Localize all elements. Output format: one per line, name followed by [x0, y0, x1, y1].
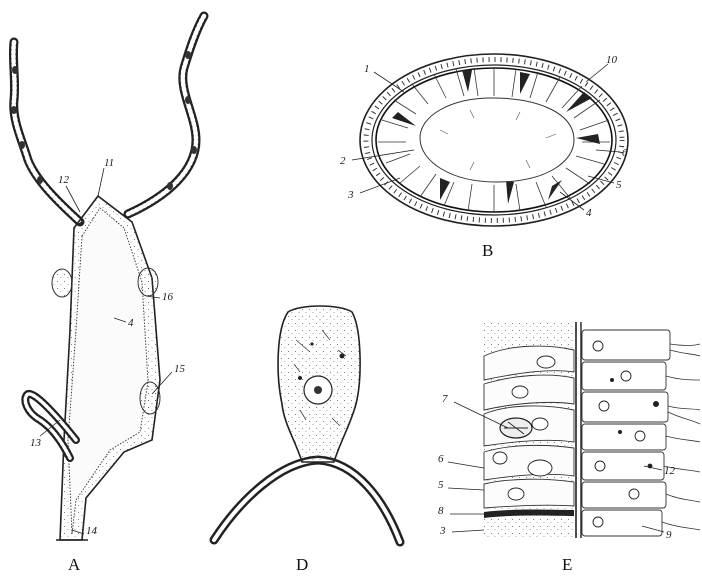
figure-a-hydra: 11 12 16 4 15 13 14 A — [11, 16, 204, 574]
label-15: 15 — [174, 363, 186, 375]
left-tentacle — [13, 42, 80, 222]
label-13: 13 — [30, 437, 42, 449]
label-e-8: 8 — [438, 505, 444, 517]
gastral-cavity — [420, 98, 574, 182]
label-4: 4 — [128, 317, 134, 329]
label-11: 11 — [104, 157, 114, 169]
label-e-9: 9 — [666, 529, 672, 541]
panel-letter-d: D — [296, 555, 308, 574]
panel-letter-e: E — [562, 555, 572, 574]
label-14: 14 — [86, 525, 98, 537]
label-16: 16 — [162, 291, 174, 303]
label-e-3: 3 — [439, 525, 446, 537]
label-b-2: 2 — [340, 155, 346, 167]
panel-letter-a: A — [68, 555, 81, 574]
label-b-4: 4 — [586, 207, 592, 219]
label-e-6: 6 — [438, 453, 444, 465]
label-b-1: 1 — [364, 63, 370, 75]
label-e-5: 5 — [438, 479, 444, 491]
figure-b-cross-section: 1 10 2 3 6 5 4 B — [340, 54, 628, 260]
label-e-12: 12 — [664, 465, 676, 477]
label-b-6: 6 — [622, 147, 628, 159]
label-b-10: 10 — [606, 54, 618, 66]
figure-d-cell: D — [214, 306, 400, 574]
figure-e-epithelium: 7 6 5 8 3 12 9 E — [438, 322, 700, 574]
label-b-5: 5 — [616, 179, 622, 191]
label-b-3: 3 — [347, 189, 354, 201]
panel-letter-b: B — [482, 241, 493, 260]
label-e-7: 7 — [442, 393, 448, 405]
label-12: 12 — [58, 174, 70, 186]
